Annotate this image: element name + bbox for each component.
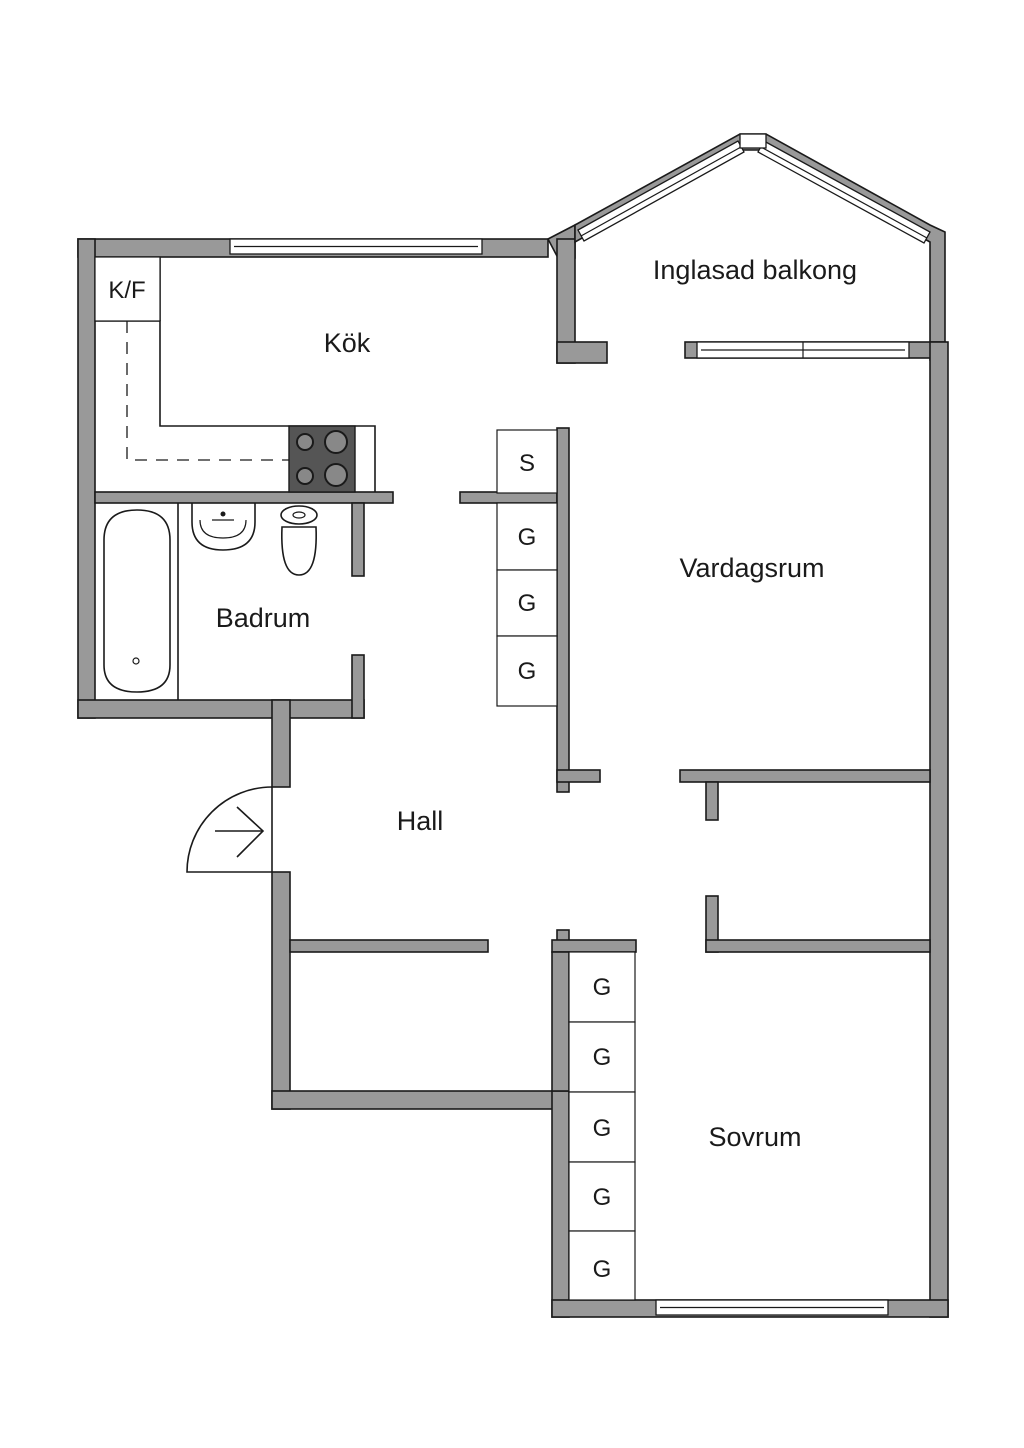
labels: Inglasad balkong Kök Vardagsrum Badrum H… — [108, 255, 857, 1283]
balcony-door-window — [696, 341, 910, 359]
fridge-freezer — [94, 256, 161, 322]
wardrobe-label: G — [593, 1044, 612, 1071]
wardrobe-label: G — [518, 658, 537, 685]
wardrobe-label: G — [593, 974, 612, 1001]
stove-icon — [288, 425, 356, 493]
wardrobe-hall-1 — [496, 502, 558, 571]
storage-label: S — [519, 450, 535, 477]
walls — [77, 133, 949, 1318]
wardrobe-bed-4 — [568, 1161, 636, 1232]
bedroom-window — [655, 1299, 889, 1316]
room-label-balcony: Inglasad balkong — [653, 255, 857, 285]
toilet-icon — [280, 505, 318, 576]
wardrobe-bed-5 — [568, 1230, 636, 1301]
wardrobe-label: G — [593, 1184, 612, 1211]
wardrobe-label: G — [518, 524, 537, 551]
bathroom-fixtures — [103, 503, 318, 700]
storage-cabinet — [496, 429, 558, 494]
cabinets — [94, 256, 636, 1301]
room-label-bathroom: Badrum — [216, 603, 311, 633]
bathtub-icon — [103, 503, 179, 700]
room-label-hall: Hall — [397, 806, 444, 836]
wardrobe-bed-1 — [568, 951, 636, 1023]
entrance-door — [186, 786, 273, 873]
wardrobe-bed-2 — [568, 1021, 636, 1093]
wardrobe-label: G — [518, 590, 537, 617]
wardrobe-label: G — [593, 1115, 612, 1142]
windows — [229, 133, 931, 1316]
wardrobe-label: G — [593, 1256, 612, 1283]
room-label-bedroom: Sovrum — [708, 1122, 801, 1152]
sink-icon — [191, 503, 256, 551]
kitchen-window — [229, 238, 483, 255]
kitchen-fixtures — [95, 257, 376, 493]
room-label-kitchen: Kök — [324, 328, 371, 358]
fridge-freezer-label: K/F — [108, 277, 145, 304]
balcony-glazing — [577, 133, 931, 244]
wardrobe-hall-3 — [496, 635, 558, 707]
wardrobe-bed-3 — [568, 1091, 636, 1163]
entrance-arrow-icon — [215, 806, 265, 858]
room-label-living: Vardagsrum — [679, 553, 824, 583]
wardrobe-hall-2 — [496, 569, 558, 637]
